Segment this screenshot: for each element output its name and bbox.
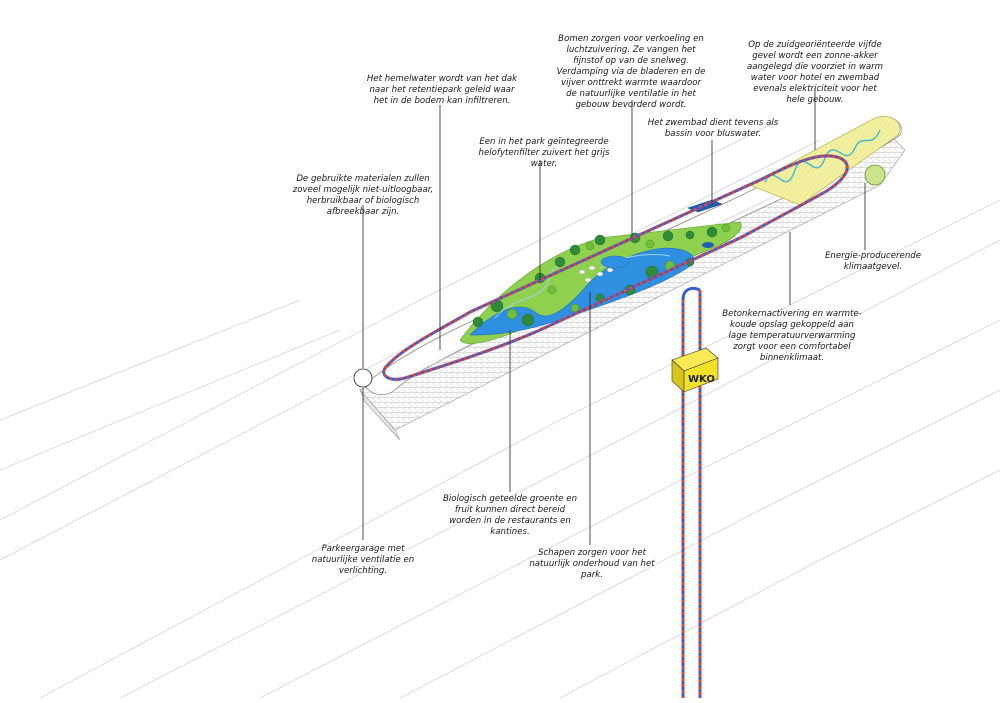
annotation-sheep: Schapen zorgen voor het natuurlijk onder… xyxy=(529,548,655,580)
annotation-rainwater: Het hemelwater wordt van het dak naar he… xyxy=(366,74,518,106)
solar-field xyxy=(749,116,901,206)
annotation-climate-facade: Energie-producerende klimaatgevel. xyxy=(824,251,922,272)
wko-box: WKO xyxy=(671,347,719,393)
wko-label: WKO xyxy=(688,374,715,385)
annotation-parking: Parkeergarage met natuurlijke ventilatie… xyxy=(311,544,415,576)
context-lines xyxy=(0,119,1000,699)
annotation-concrete: Betonkernactivering en warmte-koude opsl… xyxy=(722,309,862,363)
retention-park xyxy=(459,221,742,344)
sheep xyxy=(578,265,614,283)
annotation-materials: De gebruikte materialen zullen zoveel mo… xyxy=(292,174,434,217)
annotation-vegetables: Biologisch geteelde groente en fruit kun… xyxy=(442,494,578,537)
annotation-helophyte: Een in het park geïntegreerde helofytenf… xyxy=(478,137,610,169)
materials-marker-icon xyxy=(353,368,373,388)
leader-lines xyxy=(362,88,866,545)
annotation-solar: Op de zuidgeoriënteerde vijfde gevel wor… xyxy=(746,40,884,105)
annotation-trees: Bomen zorgen voor verkoeling en luchtzui… xyxy=(556,34,706,110)
climate-facade-marker-icon xyxy=(864,164,886,186)
annotation-pool: Het zwembad dient tevens als bassin voor… xyxy=(647,118,779,139)
